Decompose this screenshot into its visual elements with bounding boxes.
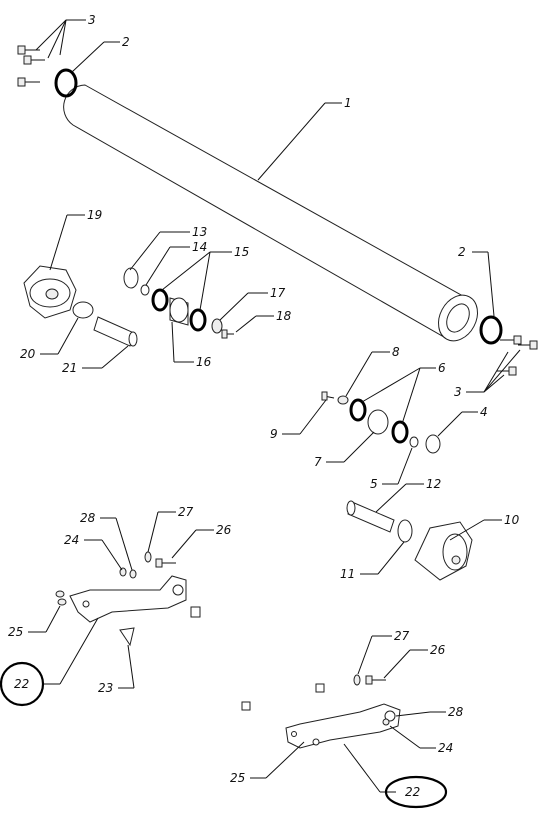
callout-26-left: 26	[216, 523, 232, 537]
callout-22-right: 22	[405, 785, 420, 799]
callout-18: 18	[276, 309, 292, 323]
callout-23: 23	[98, 681, 113, 695]
bearing-assembly-left	[123, 267, 234, 339]
callout-15: 15	[234, 245, 249, 259]
callout-22-left: 22	[14, 677, 29, 691]
callout-8: 8	[392, 345, 400, 359]
hub-left	[23, 265, 77, 319]
o-ring-20	[72, 301, 94, 319]
callout-21: 21	[62, 361, 77, 375]
callout-24-left: 24	[64, 533, 79, 547]
bolts-top-left	[17, 45, 45, 87]
callout-16: 16	[196, 355, 212, 369]
callout-26-right: 26	[430, 643, 446, 657]
callout-12: 12	[426, 477, 441, 491]
callout-9: 9	[270, 427, 278, 441]
callout-7: 7	[314, 455, 322, 469]
highlight-circle-22-left	[0, 661, 45, 707]
bearing-assembly-right	[321, 391, 441, 454]
callout-labels: 3 2 1 19 13 14 15 2 17 18 16 20 21 3 8 6…	[8, 13, 520, 799]
roller-tube	[63, 84, 478, 342]
callout-11: 11	[340, 567, 355, 581]
o-ring-top	[54, 68, 78, 98]
callout-25-right: 25	[230, 771, 245, 785]
callout-28-right: 28	[448, 705, 464, 719]
callout-5: 5	[370, 477, 378, 491]
shaft-12	[346, 500, 395, 533]
callout-19: 19	[87, 208, 102, 222]
callout-2-right: 2	[458, 245, 466, 259]
callout-25-left: 25	[8, 625, 23, 639]
callout-6: 6	[438, 361, 446, 375]
callout-4: 4	[480, 405, 488, 419]
shaft-21	[93, 316, 138, 347]
hub-right	[414, 521, 473, 581]
callout-1: 1	[344, 96, 352, 110]
callout-17: 17	[270, 286, 286, 300]
callout-27-left: 27	[178, 505, 194, 519]
leader-lines	[28, 19, 521, 793]
bolts-right	[497, 335, 538, 376]
bracket-right	[241, 674, 401, 749]
o-ring-right	[479, 315, 503, 345]
callout-3-top: 3	[88, 13, 96, 27]
callout-27-right: 27	[394, 629, 410, 643]
bracket-left	[55, 551, 201, 647]
callout-10: 10	[504, 513, 520, 527]
highlight-circle-22-right	[384, 775, 448, 809]
callout-24-right: 24	[438, 741, 453, 755]
callout-14: 14	[192, 240, 207, 254]
callout-28-left: 28	[80, 511, 96, 525]
callout-13: 13	[192, 225, 207, 239]
o-ring-11	[397, 519, 413, 543]
callout-20: 20	[20, 347, 36, 361]
callout-3-right: 3	[454, 385, 462, 399]
callout-2-top: 2	[122, 35, 130, 49]
